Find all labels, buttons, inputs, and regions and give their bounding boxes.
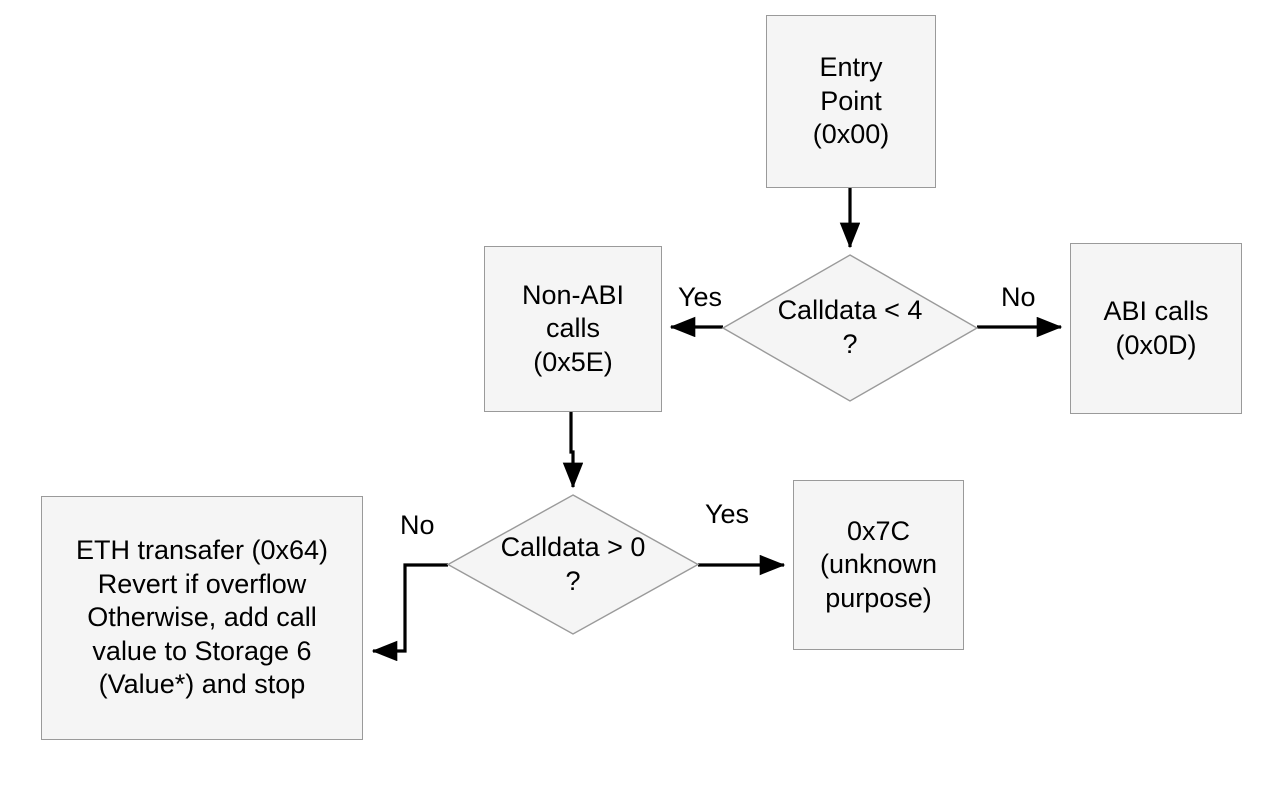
edge-decision2-no <box>371 563 448 662</box>
edge-label-decision2-no-text: No <box>400 510 435 540</box>
edge-label-decision1-yes-text: Yes <box>678 282 723 312</box>
node-unknown-purpose[interactable]: 0x7C (unknown purpose) <box>793 480 964 650</box>
node-entry-point[interactable]: Entry Point (0x00) <box>766 15 936 188</box>
node-unknown-purpose-label: 0x7C (unknown purpose) <box>819 515 938 613</box>
node-abi-calls[interactable]: ABI calls (0x0D) <box>1070 243 1242 414</box>
edge-label-decision1-yes: Yes <box>678 284 722 311</box>
edge-label-decision2-yes: Yes <box>705 501 749 528</box>
edge-label-decision2-no: No <box>400 512 435 539</box>
node-eth-transfer-label: ETH transafer (0x64) Revert if overflow … <box>75 535 329 700</box>
node-shape-calldata-gt-0[interactable] <box>446 494 700 635</box>
edge-nonabi-to-decision2 <box>562 412 584 489</box>
node-entry-point-label: Entry Point (0x00) <box>812 52 890 150</box>
edge-label-decision1-no-text: No <box>1001 282 1036 312</box>
node-shape-calldata-lt-4[interactable] <box>721 254 979 402</box>
node-abi-calls-label: ABI calls (0x0D) <box>1103 296 1209 360</box>
node-non-abi-calls-label: Non-ABI calls (0x5E) <box>521 279 625 377</box>
node-non-abi-calls[interactable]: Non-ABI calls (0x5E) <box>484 246 662 412</box>
edge-label-decision2-yes-text: Yes <box>705 499 750 529</box>
node-eth-transfer[interactable]: ETH transafer (0x64) Revert if overflow … <box>41 496 363 740</box>
edge-label-decision1-no: No <box>1001 284 1036 311</box>
